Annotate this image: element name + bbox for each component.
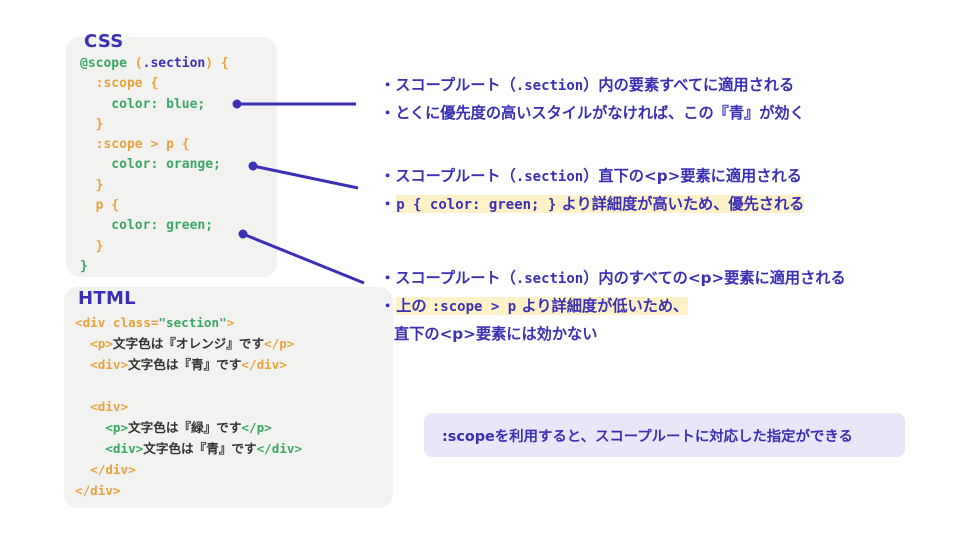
annotation-group-scope-child: ・スコープルート（.section）直下の<p>要素に適用される ・p { co… [380,163,805,219]
annotation-text-continuation: 直下の<p>要素には効かない [394,325,598,343]
annotation-line: ・とくに優先度の高いスタイルがなければ、この『青』が効く [380,104,805,122]
annotation-text-post: ）内の要素すべてに適用される [583,76,795,94]
annotation-text-pre: ・スコープルート（ [380,167,516,185]
annotation-line: ・上の :scope > p より詳細度が低いため、直下の<p>要素には効かない [380,293,846,348]
annotation-text-pre: ・スコープルート（ [380,269,516,287]
annotation-text-post: ）内のすべての<p>要素に適用される [583,269,846,287]
annotation-selector-code: .section [515,271,584,287]
annotation-selector-code: :scope > p [431,299,517,315]
summary-callout: :scopeを利用すると、スコープルートに対応した指定ができる [424,413,905,457]
html-code-text: <div class="section"> <p>文字色は『オレンジ』です</p… [75,315,303,498]
annotation-text-b: より詳細度が低いため、 [516,297,689,315]
annotation-line: ・スコープルート（.section）内のすべての<p>要素に適用される [380,265,846,293]
summary-callout-text: :scopeを利用すると、スコープルートに対応した指定ができる [442,428,853,445]
annotation-bullet: ・ [380,297,396,315]
annotation-group-scope-root: ・スコープルート（.section）内の要素すべてに適用される ・とくに優先度の… [380,72,805,127]
annotation-text-post: ）直下の<p>要素に適用される [583,167,802,185]
annotation-bullet: ・ [380,195,396,213]
css-panel-label: CSS [84,31,124,52]
annotation-line: ・スコープルート（.section）内の要素すべてに適用される [380,72,805,100]
annotation-selector-code: .section [515,78,584,94]
annotation-rule-code: p { color: green; } [396,197,557,213]
annotation-line: ・p { color: green; } より詳細度が高いため、優先される [380,191,805,219]
annotation-text-a: 上の [396,297,432,315]
annotation-selector-code: .section [515,169,584,185]
annotation-text-post: より詳細度が高いため、優先される [556,195,805,213]
annotation-group-plain-p: ・スコープルート（.section）内のすべての<p>要素に適用される ・上の … [380,265,846,348]
html-code-panel [64,287,393,508]
annotation-text-pre: ・スコープルート（ [380,76,516,94]
annotation-line: ・スコープルート（.section）直下の<p>要素に適用される [380,163,804,191]
html-panel-label: HTML [78,288,136,309]
css-code-text: @scope (.section) { :scope { color: blue… [80,56,229,274]
